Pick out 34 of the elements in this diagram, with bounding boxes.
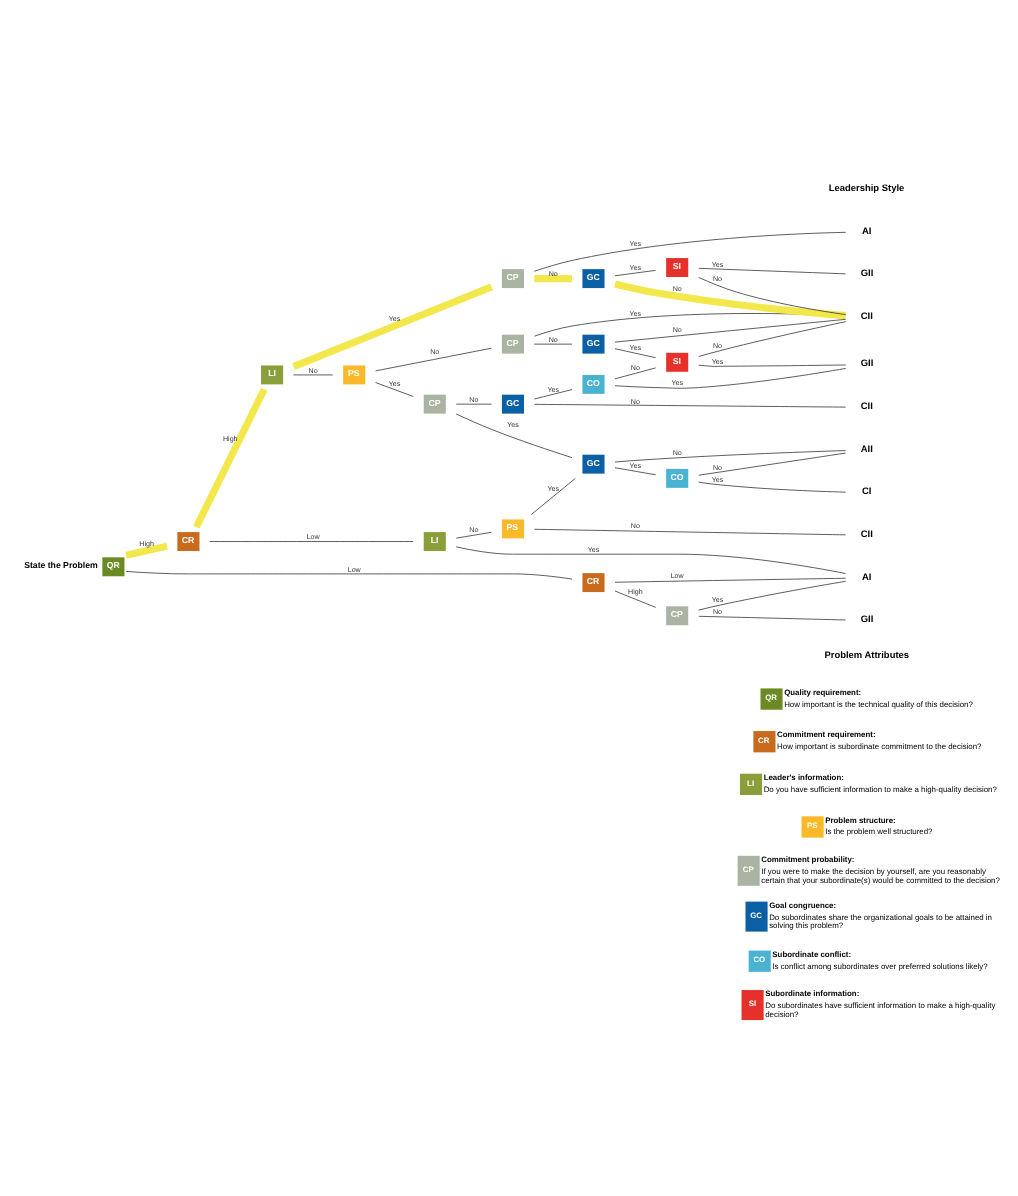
connector xyxy=(455,531,492,539)
connector xyxy=(125,571,573,580)
connector xyxy=(614,450,846,463)
connector xyxy=(698,615,846,621)
connector xyxy=(375,347,492,372)
connector xyxy=(698,321,847,357)
connector xyxy=(614,348,657,359)
connector xyxy=(614,269,657,277)
connector xyxy=(614,590,657,608)
connector xyxy=(614,280,846,320)
connector xyxy=(614,318,847,343)
connector xyxy=(614,368,847,389)
connector xyxy=(614,367,657,380)
connector xyxy=(698,267,846,275)
connector xyxy=(698,580,847,611)
connector xyxy=(698,364,847,367)
connector xyxy=(698,452,846,476)
connector xyxy=(193,387,268,529)
connector xyxy=(698,277,847,315)
connector xyxy=(530,478,576,515)
connector xyxy=(534,275,572,283)
connector xyxy=(455,546,846,574)
connector xyxy=(533,231,847,272)
connector xyxy=(533,389,573,400)
connector xyxy=(375,382,414,397)
connector xyxy=(125,542,168,559)
connector xyxy=(534,528,846,536)
connector xyxy=(292,283,493,370)
connector xyxy=(614,467,657,476)
connector xyxy=(614,577,847,583)
connector xyxy=(698,481,847,493)
connector xyxy=(455,413,573,459)
connector xyxy=(209,541,414,542)
connector xyxy=(534,403,846,408)
